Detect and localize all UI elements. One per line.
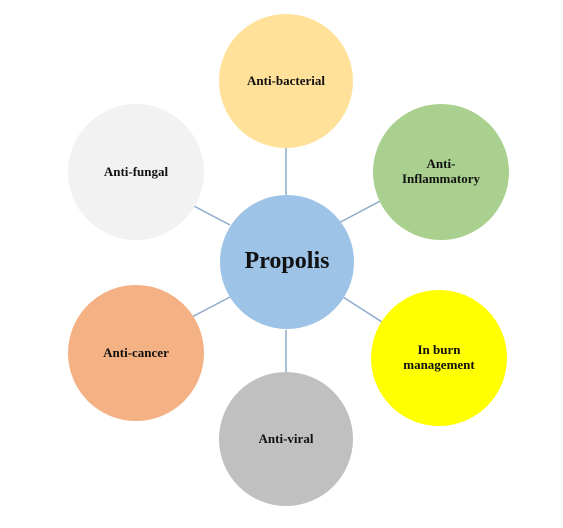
connector-anti-inflammatory [334,199,383,226]
node-label: Anti- Inflammatory [402,156,480,187]
node-label: Anti-viral [258,430,314,446]
node-label: Anti-cancer [103,344,169,360]
node-label: Anti-bacterial [247,72,325,88]
node-label-line-2: management [403,357,475,372]
center-label: Propolis [244,248,330,275]
node-label-line-1: In burn [417,342,461,358]
node-anti-bacterial: Anti-bacterial [219,14,353,148]
node-anti-viral: Anti-viral [219,372,353,506]
connector-anti-cancer [189,296,231,319]
node-anti-cancer: Anti-cancer [68,285,204,421]
connector-in-burn-management [342,296,383,323]
node-anti-inflammatory: Anti- Inflammatory [373,104,509,240]
node-in-burn-management: In burn management [371,290,507,426]
node-label: Anti-fungal [103,163,169,179]
node-propolis-center: Propolis [220,195,354,329]
node-label: In burn management [403,342,475,373]
connector-anti-fungal [189,203,231,226]
node-anti-fungal: Anti-fungal [68,104,204,240]
node-label-line-1: Anti- [426,156,456,172]
node-label-line-2: Inflammatory [402,171,480,186]
